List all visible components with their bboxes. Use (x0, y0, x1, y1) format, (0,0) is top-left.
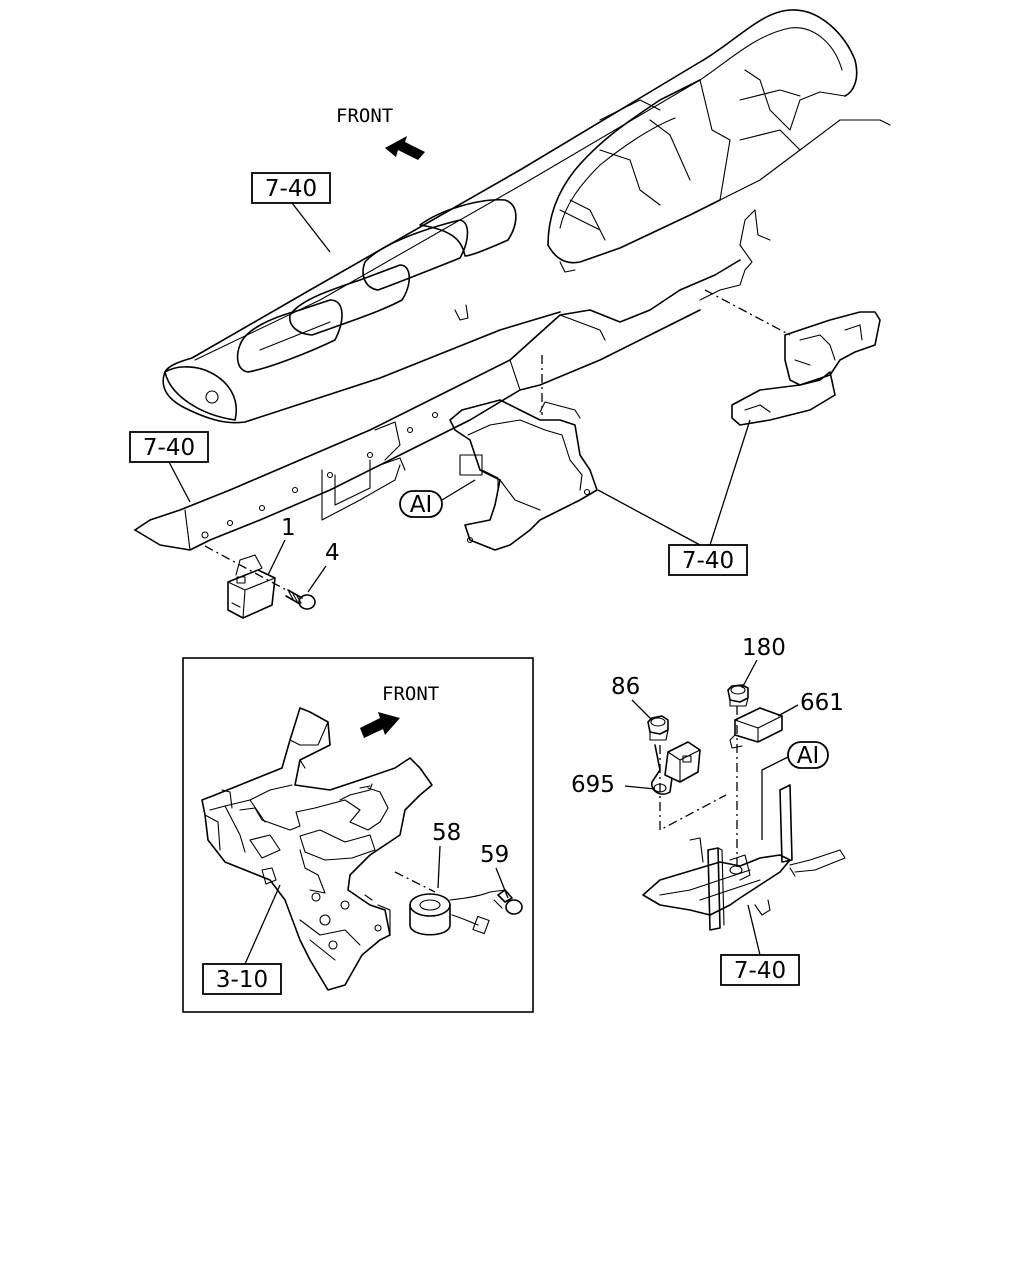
detail-dash-vertical-1 (659, 745, 727, 832)
ref-brackets-label: 7-40 (682, 548, 734, 574)
front-arrow-upper (385, 136, 425, 160)
ref-dashboard-label: 7-40 (265, 176, 317, 202)
part-label-59[interactable]: 59 (480, 842, 509, 868)
circle-ref-upper-label: AI (410, 492, 433, 518)
leader-brackets-1 (597, 489, 701, 546)
front-label-upper: FRONT (336, 105, 393, 127)
sensor-unit (227, 554, 276, 619)
dashboard-panel (162, 9, 891, 424)
inset-bracket-assembly (201, 707, 433, 991)
leader-circle-detail (761, 756, 789, 840)
leader-cross-beam (168, 461, 191, 503)
cross-beam (134, 209, 771, 551)
circle-ref-upper[interactable]: AI (399, 490, 443, 518)
circle-ref-detail-label: AI (797, 743, 820, 769)
leader-part-661 (777, 704, 799, 717)
front-label-inset: FRONT (382, 683, 439, 705)
plug (493, 889, 523, 915)
ref-box-inset[interactable]: 3-10 (202, 963, 282, 995)
alignment-line-right (704, 289, 791, 336)
ref-box-detail[interactable]: 7-40 (720, 954, 800, 986)
ref-box-dashboard[interactable]: 7-40 (251, 172, 331, 204)
connector-coil (409, 889, 506, 936)
right-side-bracket (731, 311, 881, 426)
leader-part-59 (495, 867, 509, 899)
part-label-86[interactable]: 86 (611, 674, 640, 700)
part-label-180[interactable]: 180 (742, 635, 786, 661)
ref-detail-label: 7-40 (734, 958, 786, 984)
part-label-58[interactable]: 58 (432, 820, 461, 846)
ref-cross-beam-label: 7-40 (143, 435, 195, 461)
inset-frame (182, 657, 534, 1013)
detail-nut-86 (647, 715, 669, 741)
leader-part-180 (741, 659, 758, 689)
leader-detail-ref (747, 904, 761, 956)
ref-box-brackets[interactable]: 7-40 (668, 544, 748, 576)
detail-bracket-695 (650, 741, 701, 795)
leader-dashboard (291, 202, 331, 253)
leader-inset-ref (244, 884, 281, 965)
leader-part-695 (624, 785, 656, 790)
detail-floor-bracket (642, 784, 846, 931)
leader-part-86 (631, 699, 653, 721)
part-label-661[interactable]: 661 (800, 690, 844, 716)
leader-part-4 (307, 565, 327, 593)
ref-inset-label: 3-10 (216, 967, 268, 993)
inset-dash-line (394, 871, 436, 893)
part-label-4[interactable]: 4 (325, 540, 340, 566)
part-label-695[interactable]: 695 (571, 772, 615, 798)
detail-module-661 (729, 707, 783, 749)
circle-ref-detail[interactable]: AI (787, 741, 829, 769)
center-support-bracket (449, 399, 598, 551)
leader-part-1 (267, 539, 286, 576)
part-label-1[interactable]: 1 (281, 515, 296, 541)
ref-box-cross-beam[interactable]: 7-40 (129, 431, 209, 463)
front-arrow-inset (360, 712, 400, 738)
bolt (204, 545, 316, 610)
leader-circle-upper (441, 479, 476, 501)
leader-part-58 (437, 845, 441, 889)
detail-nut-180 (727, 684, 749, 707)
leader-brackets-2 (709, 419, 751, 546)
